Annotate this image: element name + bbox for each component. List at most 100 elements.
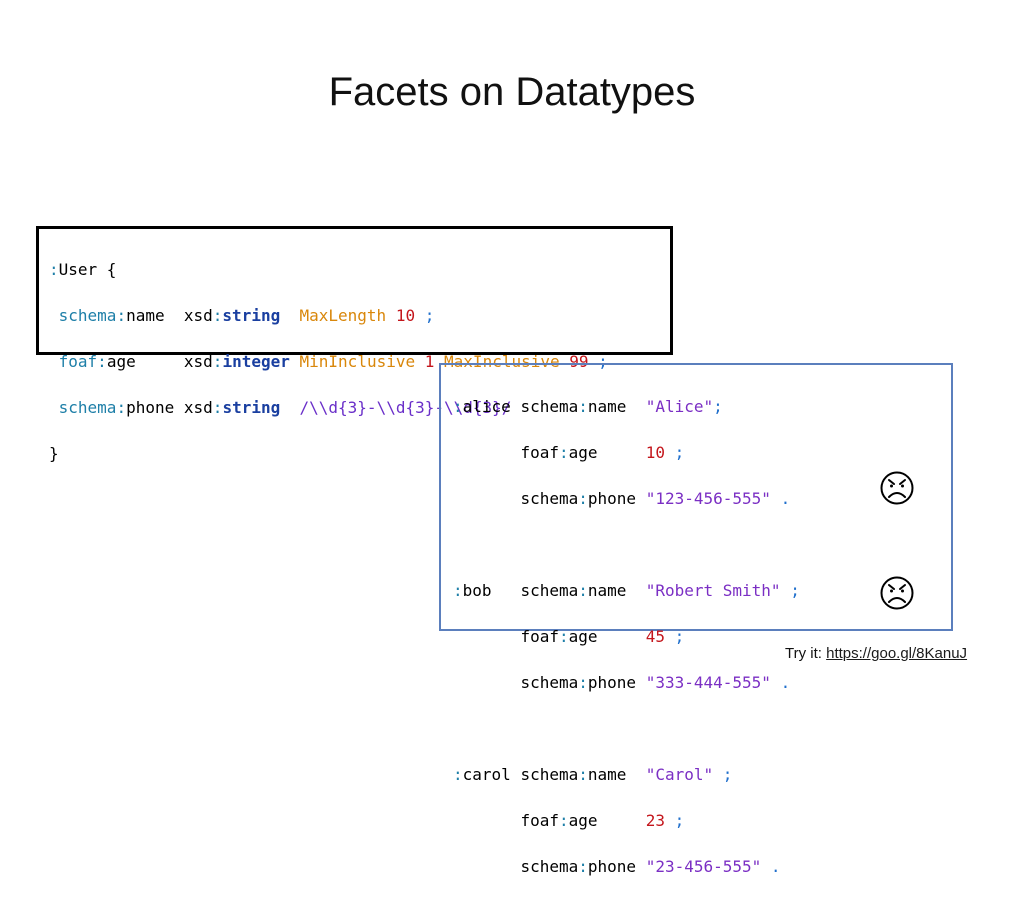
period: . xyxy=(780,489,791,508)
name-value: "Alice" xyxy=(645,397,714,416)
bob-line-1: :bob schema:name "Robert Smith" ; xyxy=(453,579,951,602)
subject-bob: bob xyxy=(462,581,492,600)
phone-value: "333-444-555" xyxy=(645,673,771,692)
facet-keyword: MaxLength xyxy=(299,306,387,325)
colon: : xyxy=(578,397,588,416)
facet-value: 10 xyxy=(395,306,416,325)
semicolon: ; xyxy=(598,352,608,371)
property-local: age xyxy=(568,627,598,646)
semicolon: ; xyxy=(790,581,800,600)
schema-code-box: :User { schema:name xsd:string MaxLength… xyxy=(36,226,673,463)
prefix: schema xyxy=(58,306,117,325)
blank-line xyxy=(453,533,951,556)
semicolon: ; xyxy=(424,306,435,325)
property-local: phone xyxy=(587,857,637,876)
facet-value: 99 xyxy=(569,352,589,371)
name-value: "Robert Smith" xyxy=(645,581,781,600)
prefix: foaf xyxy=(520,627,559,646)
shape-name: User xyxy=(58,260,98,279)
colon: : xyxy=(578,857,588,876)
property-local: name xyxy=(126,306,165,325)
try-it-label: Try it: xyxy=(785,645,827,662)
subject-alice: alice xyxy=(462,397,511,416)
prefix: foaf xyxy=(520,443,559,462)
indent xyxy=(49,352,59,371)
semicolon: ; xyxy=(674,627,685,646)
bob-line-2: foaf:age 45 ; xyxy=(453,625,951,648)
schema-line-4: schema:phone xsd:string /\\d{3}-\\d{3}-\… xyxy=(49,396,670,419)
property-local: age xyxy=(106,352,136,371)
schema-line-2: schema:name xsd:string MaxLength 10 ; xyxy=(49,304,670,327)
period: . xyxy=(770,857,781,876)
prefix: schema xyxy=(520,581,579,600)
try-it-link[interactable]: https://goo.gl/8KanuJ xyxy=(826,645,968,662)
colon: : xyxy=(212,306,223,325)
property-local: phone xyxy=(587,489,637,508)
property-local: age xyxy=(568,811,598,830)
age-value: 45 xyxy=(645,627,665,646)
colon: : xyxy=(453,397,463,416)
prefix: foaf xyxy=(58,352,98,371)
try-it-note: Try it: https://goo.gl/8KanuJ xyxy=(785,645,967,662)
phone-value: "123-456-555" xyxy=(645,489,771,508)
bob-line-3: schema:phone "333-444-555" . xyxy=(453,671,951,694)
indent xyxy=(49,398,59,417)
datatype: integer xyxy=(222,352,290,371)
property-local: name xyxy=(587,581,627,600)
gap xyxy=(174,398,184,417)
phone-value: "23-456-555" xyxy=(645,857,762,876)
colon: : xyxy=(212,398,223,417)
colon: : xyxy=(116,306,127,325)
facet-value: 1 xyxy=(424,352,435,371)
alice-line-2: foaf:age 10 ; xyxy=(453,441,951,464)
open-brace: { xyxy=(97,260,117,279)
prefix: schema xyxy=(520,397,579,416)
gap xyxy=(290,352,300,371)
gap xyxy=(280,306,299,325)
colon: : xyxy=(558,443,569,462)
close-brace: } xyxy=(49,444,59,463)
prefix: schema xyxy=(520,673,579,692)
gap xyxy=(136,352,184,371)
sad-face-icon xyxy=(880,576,914,610)
semicolon: ; xyxy=(674,811,685,830)
property-local: age xyxy=(568,443,598,462)
property-local: phone xyxy=(126,398,175,417)
facet-keyword: MinInclusive xyxy=(299,352,416,371)
colon: : xyxy=(578,581,588,600)
semicolon: ; xyxy=(674,443,685,462)
indent xyxy=(49,306,59,325)
gap xyxy=(280,398,299,417)
colon: : xyxy=(578,489,588,508)
gap xyxy=(386,306,396,325)
property-local: name xyxy=(587,397,627,416)
colon: : xyxy=(212,352,223,371)
data-code-box: :alice schema:name "Alice"; foaf:age 10 … xyxy=(439,363,953,876)
blank-line xyxy=(453,717,951,740)
sad-face-icon xyxy=(880,471,914,505)
colon: : xyxy=(558,627,569,646)
datatype: string xyxy=(222,398,281,417)
prefix: foaf xyxy=(520,811,559,830)
age-value: 23 xyxy=(645,811,665,830)
type-prefix: xsd xyxy=(183,398,213,417)
prefix-colon: : xyxy=(49,260,59,279)
colon: : xyxy=(453,581,463,600)
colon: : xyxy=(578,673,588,692)
alice-line-1: :alice schema:name "Alice"; xyxy=(453,395,951,418)
carol-line-3: schema:phone "23-456-555" . xyxy=(453,855,951,878)
carol-line-2: foaf:age 23 ; xyxy=(453,809,951,832)
semicolon: ; xyxy=(713,397,723,416)
property-local: phone xyxy=(587,673,637,692)
type-prefix: xsd xyxy=(183,306,213,325)
colon: : xyxy=(558,811,569,830)
regex-pattern: /\\d{3}-\\d{3}-\\d{3}/ xyxy=(299,398,512,417)
slide-title: Facets on Datatypes xyxy=(328,70,696,114)
colon: : xyxy=(116,398,127,417)
facet-keyword: MaxInclusive xyxy=(444,352,560,371)
gap xyxy=(165,306,184,325)
gap xyxy=(415,352,425,371)
prefix: schema xyxy=(520,857,579,876)
type-prefix: xsd xyxy=(183,352,213,371)
prefix: schema xyxy=(520,489,579,508)
